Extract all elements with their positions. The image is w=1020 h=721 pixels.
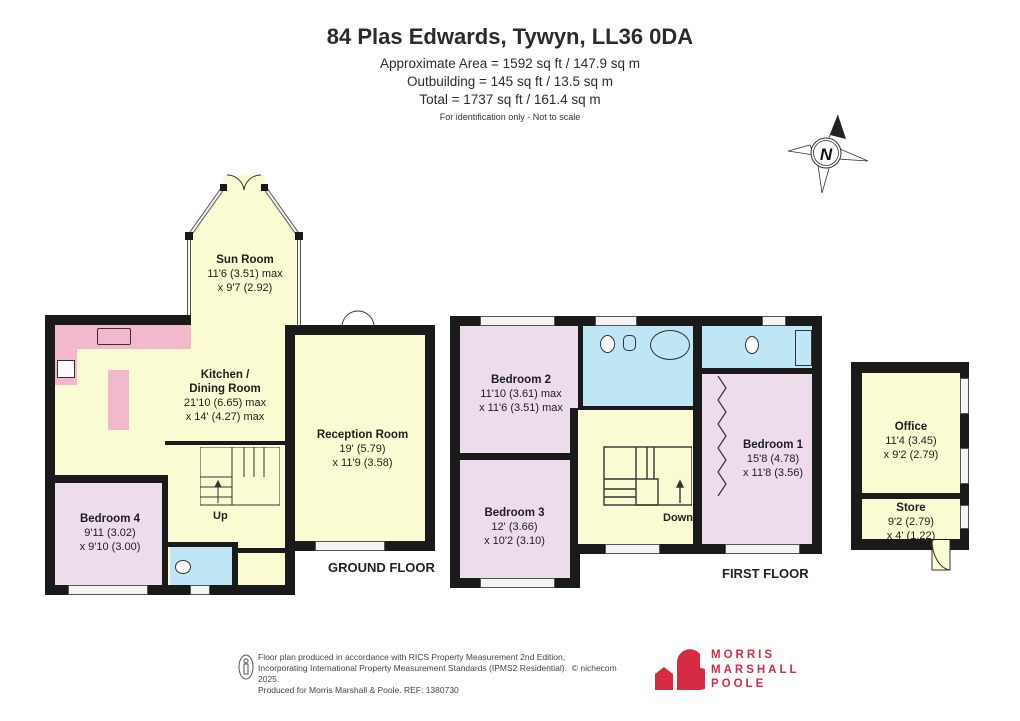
- bedroom-4: [55, 483, 162, 585]
- staircase-icon: [199, 446, 281, 507]
- bedroom-2: [460, 326, 582, 453]
- bedroom-3: [460, 460, 570, 578]
- store-label: Store 9'2 (2.79) x 4' (1.22): [886, 502, 936, 542]
- window: [595, 316, 637, 326]
- sink-icon: [97, 328, 131, 345]
- reception-room: [295, 335, 425, 541]
- outbuilding-area: Outbuilding = 145 sq ft / 13.5 sq m: [406, 74, 613, 89]
- approximate-area: Approximate Area = 1592 sq ft / 147.9 sq…: [379, 56, 641, 71]
- toilet-icon: [175, 560, 191, 574]
- window: [605, 544, 660, 554]
- toilet-icon: [745, 336, 759, 354]
- window: [762, 316, 786, 326]
- svg-text:N: N: [820, 145, 833, 164]
- shower-icon: [795, 330, 812, 366]
- french-doors-icon: [340, 305, 376, 329]
- bidet-icon: [623, 335, 636, 351]
- ground-floor-label: GROUND FLOOR: [328, 560, 435, 575]
- scale-note: For identification only - Not to scale: [439, 112, 581, 122]
- property-title: 84 Plas Edwards, Tywyn, LL36 0DA: [326, 24, 694, 49]
- office-label: Office 11'4 (3.45) x 9'2 (2.79): [883, 421, 939, 461]
- window: [315, 541, 385, 551]
- store: [862, 499, 960, 539]
- bedroom-3-label: Bedroom 3 12' (3.66) x 10'2 (3.10): [484, 507, 545, 547]
- window: [480, 316, 555, 326]
- kitchen-label: Kitchen / Dining Room 21'10 (6.65) max x…: [183, 369, 267, 423]
- toilet-icon: [600, 335, 615, 353]
- store-door-icon: [930, 539, 952, 572]
- footer-disclaimer: Floor plan produced in accordance with R…: [258, 652, 617, 695]
- reception-label: Reception Room 19' (5.79) x 11'9 (3.58): [316, 429, 409, 469]
- total-area: Total = 1737 sq ft / 161.4 sq m: [419, 92, 601, 107]
- bath-icon: [650, 330, 690, 360]
- window: [960, 378, 969, 414]
- kitchen-island: [108, 370, 129, 430]
- bedroom-4-label: Bedroom 4 9'11 (3.02) x 9'10 (3.00): [79, 513, 141, 553]
- window: [68, 585, 148, 595]
- window: [960, 505, 969, 529]
- brand-name: MORRIS MARSHALL POOLE: [711, 649, 800, 690]
- porch: [238, 553, 285, 585]
- window: [960, 448, 969, 484]
- staircase-icon: [602, 445, 693, 507]
- stairs-up-label: Up: [213, 510, 228, 522]
- stairs-down-label: Down: [663, 512, 693, 524]
- first-floor-label: FIRST FLOOR: [722, 566, 809, 581]
- compass-icon: N: [780, 105, 870, 197]
- bedroom-2-label: Bedroom 2 11'10 (3.61) max x 11'6 (3.51)…: [479, 374, 563, 414]
- sun-room-label: Sun Room 11'6 (3.51) max x 9'7 (2.92): [207, 254, 283, 294]
- person-scale-icon: [238, 654, 254, 680]
- window: [725, 544, 800, 554]
- bedroom-1-label: Bedroom 1 15'8 (4.78) x 11'8 (3.56): [742, 439, 804, 479]
- wardrobe-icon: [716, 375, 728, 497]
- window: [480, 578, 555, 588]
- hob-icon: [57, 360, 75, 378]
- window: [190, 585, 210, 595]
- kitchen-worktop: [55, 325, 191, 349]
- office: [862, 373, 960, 493]
- sun-room: [183, 170, 305, 330]
- brand-logo-icon: [655, 648, 711, 690]
- bedroom-1: [702, 374, 812, 544]
